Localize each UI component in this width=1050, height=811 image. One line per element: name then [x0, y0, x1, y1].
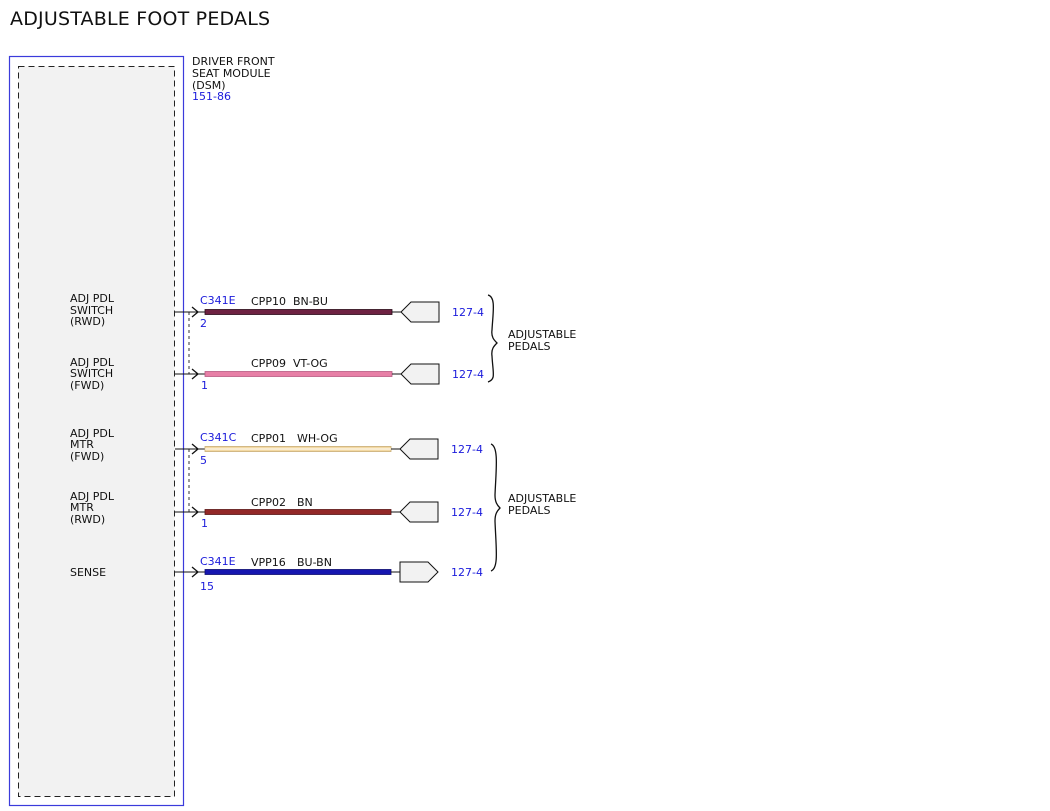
page-title: ADJUSTABLE FOOT PEDALS	[10, 8, 271, 30]
group-label-line: ADJUSTABLE	[508, 492, 576, 505]
pin-row: ADJ PDL MTR (FWD) C341C 5 CPP01 WH-OG 12…	[70, 427, 483, 467]
group-label-line: ADJUSTABLE	[508, 328, 576, 341]
module-body	[18, 66, 175, 797]
pin-label-line: (RWD)	[70, 315, 105, 328]
component-output-connector-icon	[399, 561, 439, 583]
pin-label-line: (FWD)	[70, 450, 104, 463]
pin-label-line: (FWD)	[70, 379, 104, 392]
connector-id[interactable]: C341E	[200, 294, 236, 307]
circuit-id: CPP10	[251, 295, 286, 308]
circuit-id: CPP02	[251, 496, 286, 509]
pin-label-line: SENSE	[70, 566, 106, 579]
connector-id[interactable]: C341E	[200, 555, 236, 568]
group-brace	[490, 443, 501, 572]
group-label-line: PEDALS	[508, 504, 551, 517]
component-ref[interactable]: 127-4	[452, 368, 484, 381]
wire[interactable]	[204, 371, 393, 377]
wire-color-code: WH-OG	[297, 432, 338, 445]
wire-color-code: BN	[297, 496, 313, 509]
group-label-line: PEDALS	[508, 340, 551, 353]
component-ref[interactable]: 127-4	[452, 306, 484, 319]
wire[interactable]	[204, 309, 393, 315]
component-ref[interactable]: 127-4	[451, 506, 483, 519]
component-connector-icon	[400, 363, 440, 385]
pin-number: 1	[201, 517, 208, 530]
connector-id[interactable]: C341C	[200, 431, 237, 444]
wire[interactable]	[204, 569, 392, 575]
component-ref[interactable]: 127-4	[451, 443, 483, 456]
module-name-line-2: SEAT MODULE	[192, 67, 271, 80]
pin-row: SENSE C341E 15 VPP16 BU-BN 127-4	[70, 555, 483, 593]
group-brace	[487, 294, 498, 383]
pin-label-line: SWITCH	[70, 304, 113, 317]
pin-row: ADJ PDL SWITCH (FWD) 1 CPP09 VT-OG 127-4	[70, 356, 484, 392]
pin-label-line: ADJ PDL	[70, 356, 115, 369]
pin-label-line: ADJ PDL	[70, 490, 115, 503]
pin-number: 2	[200, 317, 207, 330]
pin-row: ADJ PDL MTR (RWD) 1 CPP02 BN 127-4	[70, 490, 483, 530]
module-ref[interactable]: 151-86	[192, 90, 231, 103]
pin-label-line: SWITCH	[70, 367, 113, 380]
wire-color-code: BU-BN	[297, 556, 332, 569]
module-name-line-1: DRIVER FRONT	[192, 55, 275, 68]
pin-label-line: ADJ PDL	[70, 427, 115, 440]
pin-label-line: MTR	[70, 438, 94, 451]
module-outline	[8, 55, 185, 807]
pin-number: 15	[200, 580, 214, 593]
wire-color-code: VT-OG	[293, 357, 328, 370]
pin-label-line: (RWD)	[70, 513, 105, 526]
pin-label-line: MTR	[70, 501, 94, 514]
component-connector-icon	[399, 438, 439, 460]
wire-color-code: BN-BU	[293, 295, 328, 308]
component-connector-icon	[400, 301, 440, 323]
component-connector-icon	[399, 501, 439, 523]
module-name-line-3: (DSM)	[192, 79, 226, 92]
pin-number: 5	[200, 454, 207, 467]
circuit-id: CPP01	[251, 432, 286, 445]
wire[interactable]	[204, 509, 392, 515]
component-ref[interactable]: 127-4	[451, 566, 483, 579]
circuit-id: CPP09	[251, 357, 286, 370]
circuit-id: VPP16	[251, 556, 286, 569]
pin-number: 1	[201, 379, 208, 392]
pin-row: ADJ PDL SWITCH (RWD) C341E 2 CPP10 BN-BU…	[70, 292, 484, 330]
pin-label-line: ADJ PDL	[70, 292, 115, 305]
